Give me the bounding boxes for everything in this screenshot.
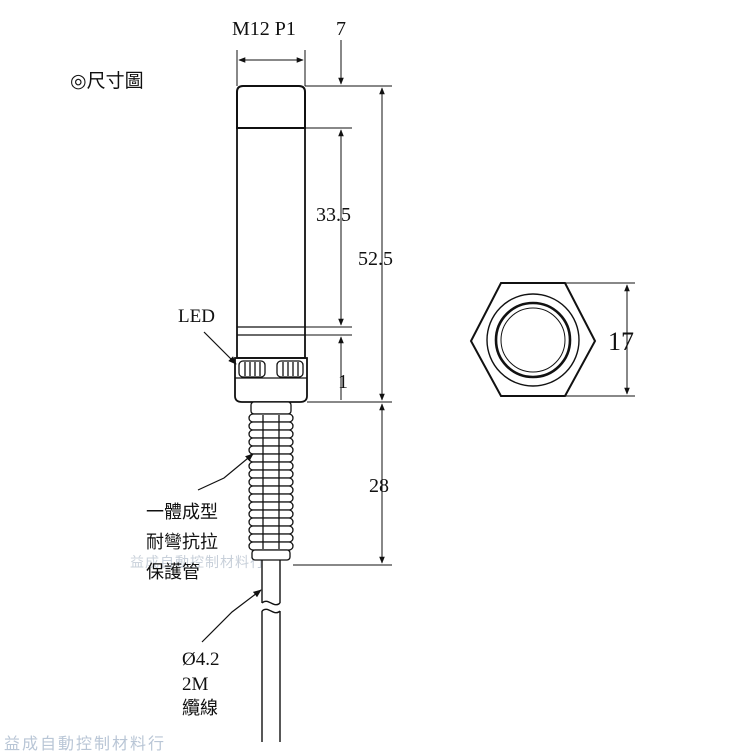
led-window-left — [238, 360, 266, 378]
watermark-faint: 益成自動控制材料行 — [130, 555, 265, 571]
led-window-right — [276, 360, 304, 378]
cable-name-label: 纜線 — [182, 698, 218, 719]
protector-length-label: 28 — [369, 475, 389, 497]
body-tube — [236, 127, 306, 359]
protector-text-line1: 一體成型 — [146, 502, 218, 523]
hex-end-view — [469, 282, 635, 397]
hex-inner-circle — [500, 307, 566, 373]
led-label: LED — [178, 306, 215, 327]
protector-sleeve — [248, 401, 294, 561]
protector-text-line3: 保護管 — [146, 562, 200, 583]
hex-size-label: 17 — [608, 327, 634, 356]
cable — [261, 560, 281, 742]
hex-outline — [469, 282, 597, 397]
page-title: ◎尺寸圖 — [70, 70, 144, 92]
thread-dim-label: M12 P1 — [232, 18, 296, 40]
dim-lines — [236, 40, 392, 566]
sensor-body — [234, 85, 308, 403]
hex-outer-circle — [486, 293, 580, 387]
leader-lines — [197, 331, 262, 643]
total-length-label: 52.5 — [358, 248, 393, 270]
nut-cap — [236, 85, 306, 129]
led-ring — [234, 357, 308, 403]
protector-text-line2: 耐彎抗拉 — [146, 532, 218, 553]
hex-face-circle — [494, 301, 572, 379]
watermark: 益成自動控制材料行 — [4, 734, 167, 753]
cable-diameter-label: Ø4.2 — [182, 649, 219, 670]
led-gap-label: 1 — [338, 371, 348, 393]
body-length-label: 33.5 — [316, 204, 351, 226]
nut-width-label: 7 — [336, 18, 346, 40]
cable-length-label: 2M — [182, 674, 209, 695]
